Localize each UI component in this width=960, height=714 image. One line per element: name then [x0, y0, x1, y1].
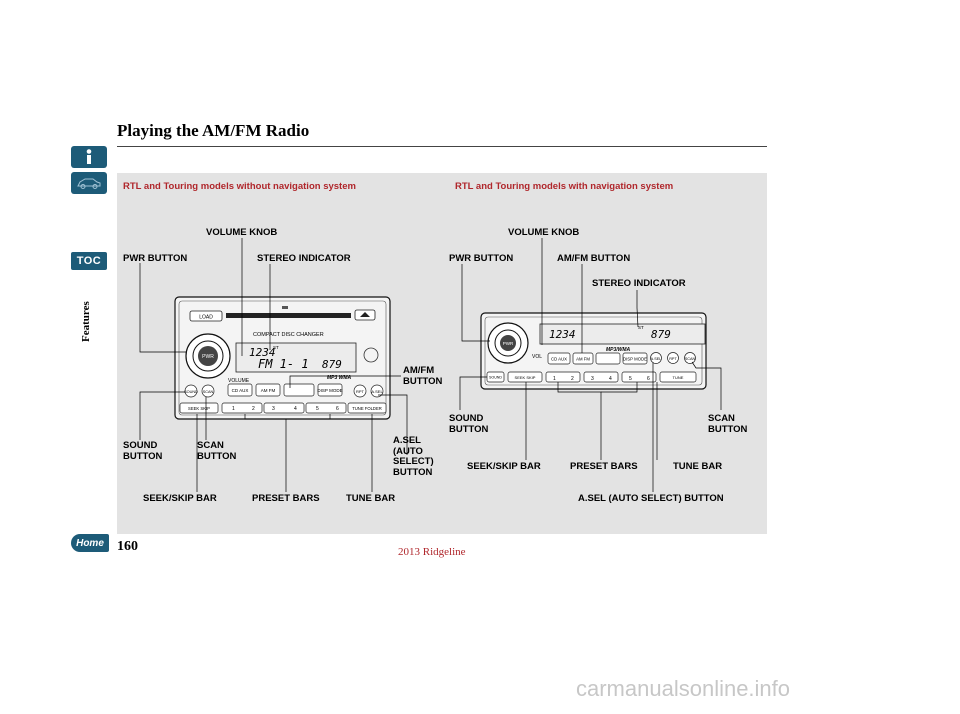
- right-scan-button-label: SCAN BUTTON: [708, 413, 748, 435]
- car-icon[interactable]: [71, 172, 107, 194]
- left-seek-text: SEEK SKIP: [188, 406, 210, 411]
- left-scan-line2: BUTTON: [197, 450, 237, 462]
- right-sound-text: SOUND: [489, 376, 502, 380]
- right-amfm-text: AM FM: [576, 357, 590, 362]
- right-pwr-text: PWR: [503, 341, 514, 346]
- right-preset-4: 4: [609, 376, 612, 382]
- right-preset-5: 5: [629, 376, 632, 382]
- page-title: Playing the AM/FM Radio: [117, 121, 310, 140]
- right-asel-text: A.SEL: [651, 357, 662, 361]
- left-sound-button-label: SOUND BUTTON: [123, 440, 163, 462]
- right-volume-knob-label: VOLUME KNOB: [508, 227, 580, 238]
- left-freq-small: 879: [322, 358, 342, 371]
- left-sound-line2: BUTTON: [123, 450, 163, 462]
- left-leader-lines: [139, 238, 408, 492]
- right-preset-3: 3: [591, 376, 594, 382]
- left-amfm-line2: BUTTON: [403, 375, 443, 387]
- left-load-label: LOAD: [199, 315, 213, 321]
- left-asel-text: A.SEL: [371, 389, 383, 394]
- left-volume-knob-label: VOLUME KNOB: [206, 227, 278, 238]
- right-sound-line2: BUTTON: [449, 423, 489, 435]
- right-preset-6: 6: [647, 376, 650, 382]
- left-radio-unit: LOAD COMPACT DISC CHANGER PWR VOLUME 123…: [174, 296, 391, 420]
- toc-button[interactable]: TOC: [71, 252, 107, 270]
- right-scan-text: SCAN: [685, 357, 696, 361]
- left-amfm-line1: AM/FM: [403, 365, 435, 376]
- left-asel-line4: BUTTON: [393, 466, 433, 478]
- right-cdaux-text: CD AUX: [551, 357, 567, 362]
- right-sound-line1: SOUND: [449, 413, 484, 424]
- right-stereo-indicator-label: STEREO INDICATOR: [592, 278, 686, 289]
- left-asel-line2: (AUTO: [393, 445, 423, 457]
- right-asel-button-label: A.SEL (AUTO SELECT) BUTTON: [578, 493, 724, 504]
- right-seek-text: SEEK SKIP: [515, 375, 536, 380]
- left-changer-label: COMPACT DISC CHANGER: [253, 332, 324, 338]
- left-amfm-button-label: AM/FM BUTTON: [403, 365, 443, 387]
- left-preset-6: 6: [336, 406, 339, 412]
- right-amfm-button-label: AM/FM BUTTON: [557, 253, 631, 264]
- info-glyph: [86, 149, 92, 164]
- left-seek-skip-label: SEEK/SKIP BAR: [143, 493, 217, 504]
- info-icon[interactable]: [71, 146, 107, 168]
- right-mp3-text: MP3/WMA: [606, 347, 631, 353]
- right-freq-main: 1234: [549, 328, 576, 341]
- right-freq-small: 879: [651, 328, 671, 341]
- left-preset-5: 5: [316, 406, 319, 412]
- left-preset-2: 2: [252, 406, 255, 412]
- left-mp3-text: MP3 WMA: [327, 375, 352, 381]
- right-preset-2: 2: [571, 376, 574, 382]
- right-preset-1: 1: [553, 376, 556, 382]
- model-year: 2013 Ridgeline: [398, 546, 466, 558]
- left-band-text: FM 1- 1: [258, 357, 309, 371]
- left-stereo-indicator-label: STEREO INDICATOR: [257, 253, 351, 264]
- left-rpt-text: RPT: [356, 389, 365, 394]
- left-preset-3: 3: [272, 406, 275, 412]
- left-unit-heading: RTL and Touring models without navigatio…: [123, 181, 356, 192]
- left-st-text: ST: [273, 345, 279, 350]
- right-scan-line1: SCAN: [708, 413, 735, 424]
- left-scan-button-label: SCAN BUTTON: [197, 440, 237, 462]
- left-preset-4: 4: [294, 406, 297, 412]
- left-freq-main: 1234: [249, 346, 276, 359]
- title-divider: [117, 146, 767, 147]
- car-glyph: [77, 178, 101, 189]
- right-sound-button-label: SOUND BUTTON: [449, 413, 489, 435]
- left-volume-text: VOLUME: [228, 378, 250, 384]
- left-asel-button-label: A.SEL (AUTO SELECT) BUTTON: [393, 435, 434, 478]
- page-number: 160: [117, 539, 138, 554]
- watermark: carmanualsonline.info: [576, 676, 791, 701]
- left-tune-bar-label: TUNE BAR: [346, 493, 396, 504]
- right-preset-bars-label: PRESET BARS: [570, 461, 638, 472]
- left-pwr-text: PWR: [202, 354, 214, 360]
- right-tune-text: TUNE: [673, 375, 684, 380]
- left-scan-line1: SCAN: [197, 440, 224, 451]
- right-radio-unit: PWR VOL 1234 ST 879 MP3/WMA CD AUX AM FM…: [480, 312, 707, 390]
- left-scan-text: SCAN: [203, 390, 214, 394]
- left-tune-text: TUNE FOLDER: [352, 406, 382, 411]
- right-vol-text: VOL: [532, 354, 542, 360]
- right-dispmode-text: DISP MODE: [623, 357, 647, 362]
- right-unit-heading: RTL and Touring models with navigation s…: [455, 181, 674, 192]
- left-asel-line3: SELECT): [393, 456, 434, 467]
- right-rpt-text: RPT: [669, 357, 677, 361]
- left-preset-bars-label: PRESET BARS: [252, 493, 320, 504]
- left-amfm-text: AM FM: [261, 388, 276, 393]
- left-dispmode-text: DISP MODE: [317, 388, 342, 393]
- left-sound-text: SOUND: [184, 390, 198, 394]
- right-pwr-button-label: PWR BUTTON: [449, 253, 514, 264]
- right-scan-line2: BUTTON: [708, 423, 748, 435]
- left-cdaux-text: CD AUX: [232, 388, 249, 393]
- left-pwr-button-label: PWR BUTTON: [123, 253, 188, 264]
- right-tune-bar-label: TUNE BAR: [673, 461, 723, 472]
- right-st-text: ST: [638, 325, 644, 330]
- right-leader-lines: [459, 238, 722, 492]
- right-seek-skip-label: SEEK/SKIP BAR: [467, 461, 541, 472]
- left-sound-line1: SOUND: [123, 440, 158, 451]
- left-preset-1: 1: [232, 406, 235, 412]
- left-asel-line1: A.SEL: [393, 435, 421, 446]
- home-button[interactable]: Home: [71, 534, 109, 552]
